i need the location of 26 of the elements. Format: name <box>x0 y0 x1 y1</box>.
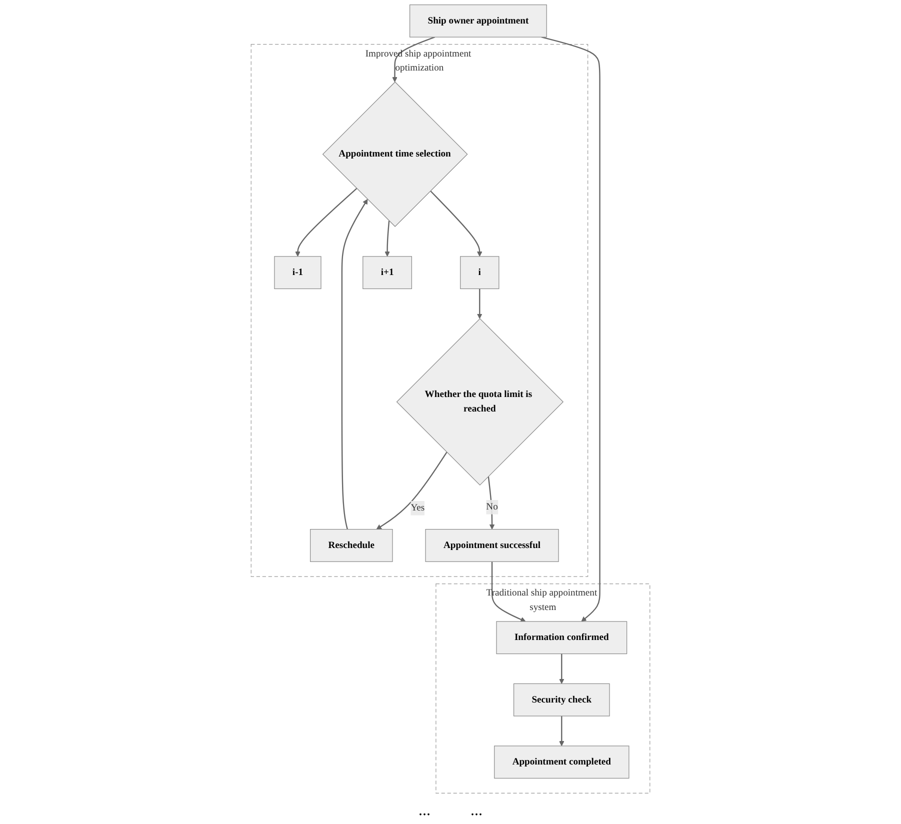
node-diamond: Whether the quota limit is reached <box>396 318 564 486</box>
node-box: Information confirmed <box>496 621 628 654</box>
arrow <box>477 288 482 319</box>
arrow <box>384 220 390 257</box>
ellipsis-note: ... <box>418 802 430 820</box>
ellipsis-note: ... <box>470 802 482 820</box>
arrow <box>376 452 448 530</box>
node-diamond: Appointment time selection <box>322 82 468 227</box>
arrow <box>430 190 482 257</box>
node-box: Appointment completed <box>494 746 630 779</box>
node-box: i+1 <box>362 256 412 290</box>
arrow <box>392 36 436 82</box>
edge-label: No <box>486 502 498 512</box>
arrow <box>541 36 600 622</box>
node-box: Reschedule <box>310 529 393 562</box>
arrow <box>559 716 564 746</box>
edge-label: Yes <box>410 502 425 513</box>
node-box: Appointment successful <box>425 529 559 562</box>
arrow <box>559 654 564 684</box>
node-box: Ship owner appointment <box>410 4 547 38</box>
arrow <box>341 199 368 530</box>
node-box: i <box>460 256 500 290</box>
arrow <box>488 476 495 530</box>
node-box: i-1 <box>274 256 322 290</box>
node-box: Security check <box>513 683 610 716</box>
arrow <box>295 188 358 257</box>
